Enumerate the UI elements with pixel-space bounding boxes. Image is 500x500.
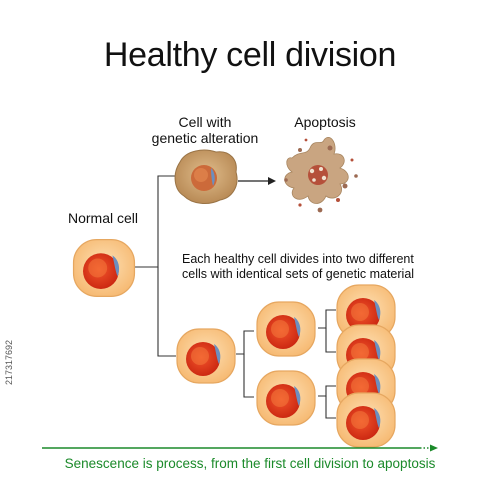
normal-cell-label: Normal cell bbox=[67, 210, 138, 226]
altered-cell-label: Cell with genetic alteration bbox=[140, 114, 270, 146]
daughter-cell-gen2-bottom bbox=[256, 370, 316, 426]
normal-cell bbox=[72, 239, 136, 297]
daughter-cell-gen2-top bbox=[256, 301, 316, 357]
daughter-cell-gen3-4 bbox=[336, 392, 396, 448]
daughter-cell-gen1 bbox=[176, 328, 236, 384]
division-description-line2: cells with identical sets of genetic mat… bbox=[182, 267, 415, 281]
division-description-line1: Each healthy cell divides into two diffe… bbox=[182, 252, 414, 266]
altered-cell-label-line1: Cell with bbox=[178, 114, 232, 130]
altered-cell-label-line2: genetic alteration bbox=[151, 130, 259, 146]
apoptosis-label: Apoptosis bbox=[294, 114, 356, 130]
page-title: Healthy cell division bbox=[103, 36, 397, 74]
altered-cell bbox=[174, 149, 238, 204]
senescence-caption: Senescence is process, from the first ce… bbox=[64, 456, 436, 471]
division-description: Each healthy cell divides into two diffe… bbox=[182, 252, 472, 282]
apoptotic-cell bbox=[284, 137, 358, 213]
apoptosis-arrow bbox=[238, 177, 276, 185]
senescence-timeline-arrow bbox=[42, 444, 438, 452]
connector-lines bbox=[135, 175, 336, 419]
stock-image-id: 217317692 bbox=[4, 339, 14, 385]
